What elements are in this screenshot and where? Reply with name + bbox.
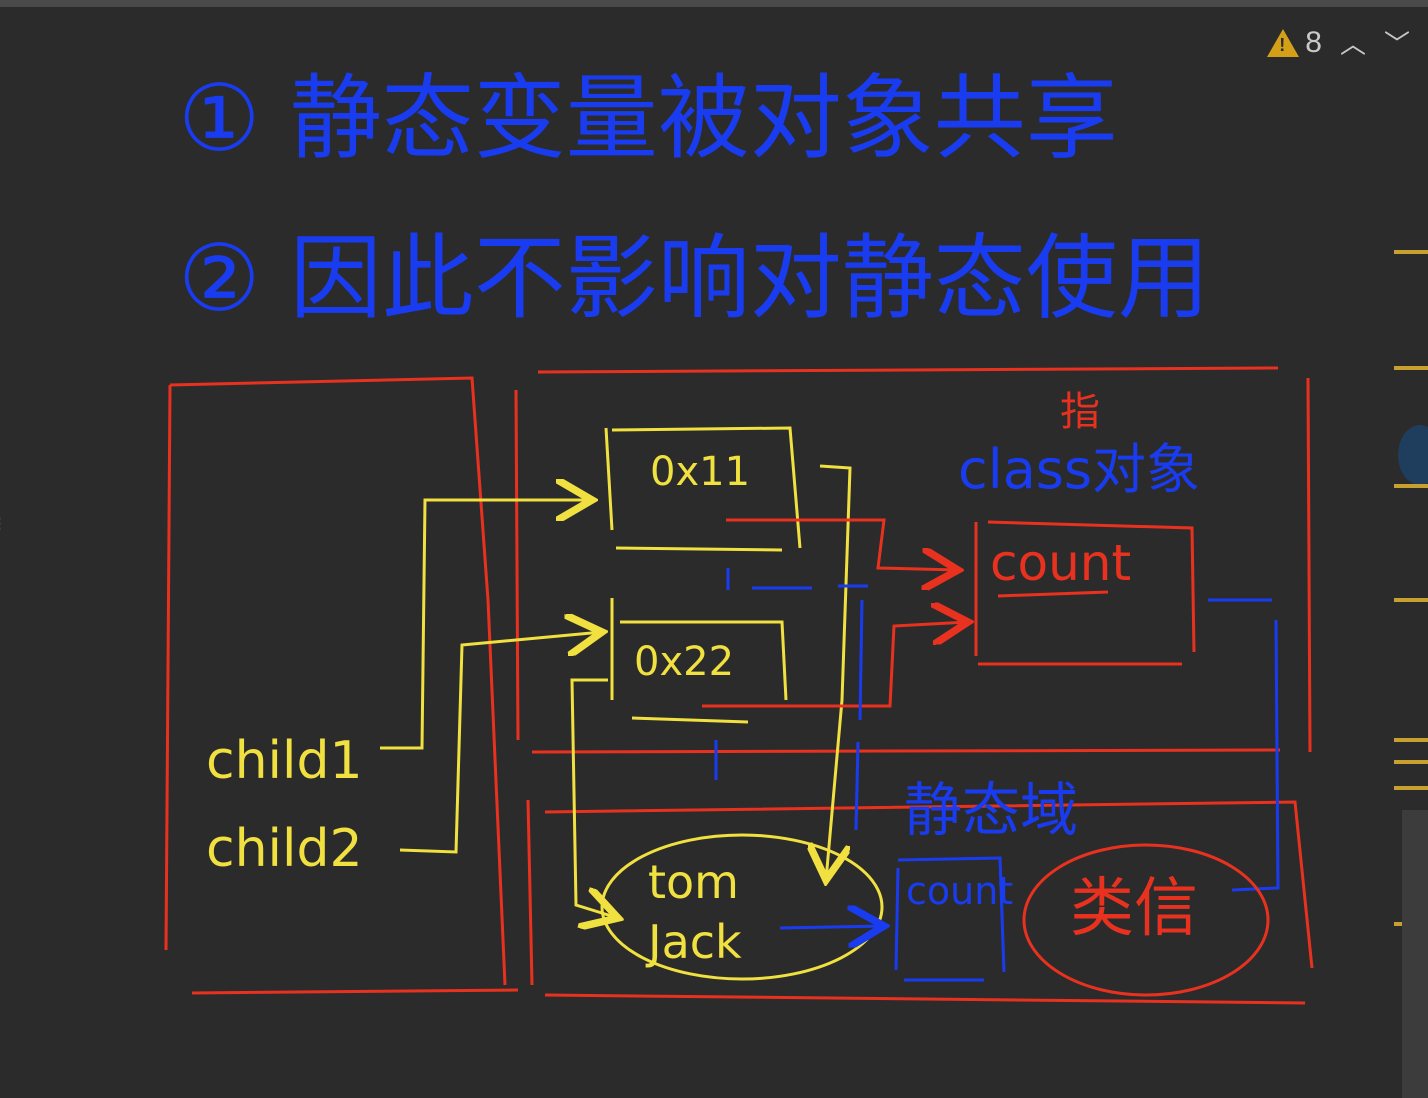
heap-area-bottom-edge [531,748,1281,754]
class-ref-arrow-1 [726,518,958,570]
class-object-label: class对象 [958,438,1200,501]
static-count-box [894,856,1006,982]
note-line-2: ② 因此不影响对静态使用 [178,225,1210,332]
child2-label: child2 [206,819,363,879]
heap-area-right-edge [1306,377,1312,753]
name-arrow-2 [570,678,618,918]
scroll-marker[interactable] [1394,250,1428,254]
scroll-marker[interactable] [1394,760,1428,764]
class-info-ellipse [1022,843,1270,997]
chevron-up-icon[interactable]: ︿ [1339,29,1366,59]
warning-count: 8 [1305,25,1322,59]
warning-triangle-icon [1267,28,1300,57]
method-area-bottom-edge [544,993,1306,1005]
name-tom: tom [648,855,739,909]
object-addr-1: 0x11 [650,449,750,495]
string-pool-ellipse [600,833,884,981]
scroll-handle[interactable] [1398,425,1428,485]
child2-reference-arrow [399,632,602,854]
count-underline [997,590,1109,598]
static-area-label: 静态域 [904,776,1078,844]
scroll-marker[interactable] [1394,366,1428,370]
static-link-top [752,584,868,590]
stack-area-bottom-edge [191,988,519,995]
child1-label: child1 [206,731,363,791]
stack-area-box [169,376,507,986]
object-addr-2: 0x22 [634,639,734,685]
heap-area-left-edge [514,389,520,741]
name-jack: Jack [645,915,742,969]
gutter-fold-icon[interactable]: ⁝ [0,512,8,544]
count-in-static-area: count [906,869,1013,913]
warning-indicator[interactable]: 8 [1267,26,1322,60]
scroll-marker[interactable] [1394,484,1428,488]
object-box-2 [610,598,788,724]
class-object-box [974,520,1196,666]
note-line-1: ① 静态变量被对象共享 [178,65,1118,172]
chevron-down-icon[interactable]: ﹀ [1383,29,1410,59]
name-arrow-1 [820,464,852,880]
class-ref-arrow-2 [702,622,968,708]
editor-inspection-widget[interactable]: 8 ︿ ﹀ [1267,24,1410,61]
method-area-left-edge [526,799,534,986]
scroll-marker[interactable] [1394,598,1428,602]
child1-reference-arrow [380,500,592,750]
refers-label: 指 [1060,389,1100,435]
scroll-marker[interactable] [1394,786,1428,790]
window-top-bar [0,0,1428,7]
scroll-marker[interactable] [1394,738,1428,742]
count-in-class-object: count [990,534,1131,592]
scrollbar-track[interactable] [1402,810,1428,1098]
static-dash-lines [714,568,864,831]
heap-area-top-edge [537,366,1279,374]
static-count-arrow [779,926,884,928]
class-to-static-link [1208,598,1280,892]
class-info-label: 类信 [1070,872,1198,946]
stack-area-left-edge [164,384,172,951]
object-box-1 [604,426,802,552]
method-area-box [544,800,1314,969]
